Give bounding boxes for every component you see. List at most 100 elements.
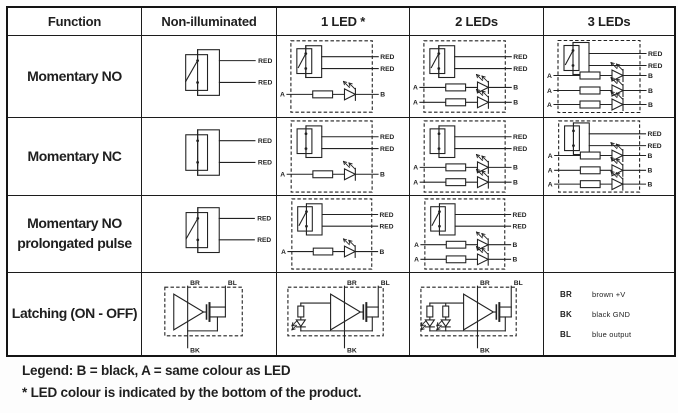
- svg-text:A: A: [548, 153, 553, 160]
- column-header-function: Function: [8, 8, 142, 36]
- svg-text:A: A: [547, 88, 552, 95]
- svg-text:B: B: [648, 168, 653, 175]
- svg-text:A: A: [413, 100, 418, 107]
- legend-abbr: BK: [560, 309, 572, 319]
- momentary-no-prolongated-pulse-non-illuminated-schematic: RED RED: [185, 207, 271, 254]
- svg-text:A: A: [414, 242, 419, 249]
- legend-meaning: blue output: [592, 329, 632, 339]
- legend-meaning: brown +V: [592, 289, 626, 299]
- svg-text:RED: RED: [513, 54, 527, 61]
- svg-text:A: A: [280, 92, 285, 99]
- legend-note: Legend: B = black, A = same colour as LE…: [22, 363, 291, 378]
- function-label-momentary-no: Momentary NO: [8, 36, 142, 118]
- svg-text:RED: RED: [380, 54, 394, 61]
- function-label-line: Momentary NO: [27, 215, 122, 232]
- momentary-nc-1-led-schematic: RED RED A B: [280, 120, 394, 193]
- svg-text:A: A: [548, 168, 553, 175]
- svg-text:A: A: [413, 179, 418, 186]
- function-label-line: Momentary NO: [27, 67, 122, 84]
- svg-text:RED: RED: [380, 66, 394, 73]
- latching-on-off-non-illuminated-cell: BR BL BK: [142, 273, 277, 355]
- svg-text:B: B: [513, 242, 518, 249]
- svg-text:RED: RED: [648, 143, 662, 150]
- svg-text:A: A: [280, 172, 285, 179]
- svg-text:RED: RED: [513, 66, 527, 73]
- svg-text:RED: RED: [258, 58, 272, 65]
- svg-text:BR: BR: [190, 280, 200, 287]
- svg-text:B: B: [648, 73, 653, 80]
- svg-text:A: A: [414, 257, 419, 264]
- svg-text:RED: RED: [258, 138, 272, 145]
- legend-entry: BR brown +V: [560, 290, 674, 299]
- function-label-line: prolongated pulse: [17, 235, 132, 251]
- svg-text:A: A: [413, 85, 418, 92]
- svg-text:BK: BK: [347, 348, 357, 355]
- svg-text:A: A: [547, 73, 552, 80]
- function-label-momentary-nc: Momentary NC: [8, 118, 142, 196]
- svg-text:B: B: [648, 88, 653, 95]
- svg-text:RED: RED: [513, 146, 527, 153]
- column-header-1-led: 1 LED *: [277, 8, 410, 36]
- legend-entry: BK black GND: [560, 310, 674, 319]
- svg-text:RED: RED: [648, 63, 662, 70]
- svg-text:BK: BK: [190, 348, 200, 355]
- svg-text:RED: RED: [513, 134, 527, 141]
- function-label-momentary-no-prolongated-pulse: Momentary NO prolongated pulse: [8, 196, 142, 273]
- function-label-latching-on-off: Latching (ON - OFF): [8, 273, 142, 355]
- legend-abbr: BR: [560, 289, 572, 299]
- svg-text:A: A: [413, 165, 418, 172]
- legend-meaning: black GND: [592, 309, 631, 319]
- svg-text:B: B: [648, 102, 653, 109]
- svg-text:RED: RED: [648, 131, 662, 138]
- svg-text:RED: RED: [513, 212, 527, 219]
- svg-text:RED: RED: [257, 216, 271, 223]
- momentary-no-prolongated-pulse-non-illuminated-cell: RED RED: [142, 196, 277, 273]
- momentary-nc-2-leds-cell: RED RED A B A B: [410, 118, 544, 196]
- svg-text:B: B: [513, 179, 518, 186]
- svg-text:RED: RED: [380, 223, 394, 230]
- svg-text:BL: BL: [514, 280, 523, 287]
- led-colour-note: * LED colour is indicated by the bottom …: [22, 385, 362, 401]
- svg-text:RED: RED: [258, 160, 272, 167]
- svg-text:BR: BR: [347, 280, 357, 287]
- momentary-nc-non-illuminated-schematic: RED RED: [185, 129, 272, 176]
- svg-text:B: B: [513, 100, 518, 107]
- footnotes: Legend: B = black, A = same colour as LE…: [22, 360, 361, 405]
- svg-text:B: B: [513, 257, 518, 264]
- svg-text:B: B: [648, 153, 653, 160]
- svg-text:B: B: [513, 165, 518, 172]
- svg-text:B: B: [380, 249, 385, 256]
- momentary-no-prolongated-pulse-3-leds-cell: [544, 196, 674, 273]
- svg-text:RED: RED: [380, 134, 394, 141]
- column-header-3-leds: 3 LEDs: [544, 8, 674, 36]
- svg-text:B: B: [380, 172, 385, 179]
- momentary-nc-1-led-cell: RED RED A B: [277, 118, 410, 196]
- svg-text:BL: BL: [228, 280, 237, 287]
- svg-text:BR: BR: [480, 280, 490, 287]
- svg-text:B: B: [648, 181, 653, 188]
- latching-on-off-non-illuminated-schematic: BR BL BK: [164, 280, 243, 355]
- svg-text:RED: RED: [380, 146, 394, 153]
- function-label-line: Momentary NC: [27, 147, 122, 164]
- momentary-nc-2-leds-schematic: RED RED A B A B: [413, 120, 527, 193]
- svg-text:RED: RED: [257, 237, 271, 244]
